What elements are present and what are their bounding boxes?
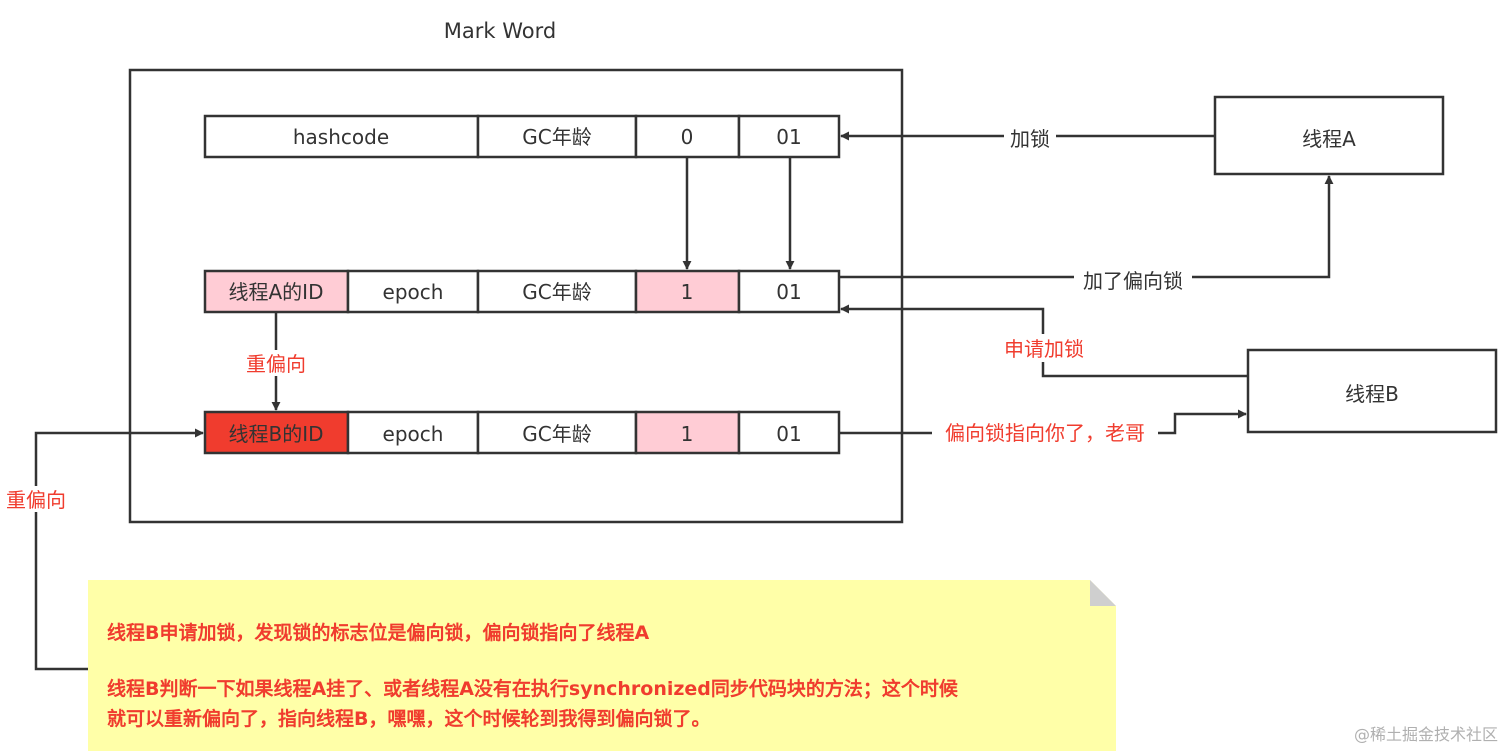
edge-apply-lock-label-bg [997,334,1091,362]
row2-cell-lock-bits [737,269,841,314]
edge-rebias-outer-arrow [34,428,204,671]
edge-lock-label: 加锁 [1010,127,1050,151]
mark-word-title: Mark Word [444,19,556,43]
edge-rebias-outer-label: 重偏向 [6,488,66,512]
note-fold-corner [1090,580,1116,606]
row2-lock-bits-label: 01 [776,280,801,304]
row3-cell-gc-age [476,410,638,455]
row1-biased-bit-label: 0 [681,125,694,149]
edge-apply-lock-label: 申请加锁 [1004,337,1084,361]
row2-gc-age-label: GC年龄 [522,280,591,304]
edge-rebias-inner-label: 重偏向 [246,352,306,376]
row1-cell-hashcode [203,114,480,159]
edge-points-to-you-label: 偏向锁指向你了，老哥 [945,421,1145,445]
edge-biased-added-arrow [839,175,1334,279]
mark-word-row-unlocked: hashcode GC年龄 0 01 [203,114,841,159]
row3-cell-epoch [346,410,480,455]
row1-lock-bits-label: 01 [776,125,801,149]
row3-epoch-label: epoch [383,422,444,446]
edge-lock-label-bg [1004,124,1056,150]
edge-rebias-outer-label-bg [2,486,74,512]
row3-biased-bit-label: 1 [681,422,694,446]
watermark-text: @稀土掘金技术社区 [1354,725,1498,744]
row3-lock-bits-label: 01 [776,422,801,446]
edge-biased-added-label-bg [1074,266,1192,292]
row2-cell-thread-id [203,269,350,314]
row2-cell-epoch [346,269,480,314]
row2-thread-id-label: 线程A的ID [229,280,324,304]
note-background [88,580,1116,751]
edge-rebias-inner-label-bg [240,350,312,376]
row2-epoch-label: epoch [383,280,444,304]
note-line-3: 就可以重新偏向了，指向线程B，嘿嘿，这个时候轮到我得到偏向锁了。 [107,707,710,730]
row2-biased-bit-label: 1 [681,280,694,304]
row3-cell-biased-bit [634,410,741,455]
row3-thread-id-label: 线程B的ID [228,422,323,446]
mark-word-row-biased-b: 线程B的ID epoch GC年龄 1 01 [203,410,841,455]
mark-word-row-biased-a: 线程A的ID epoch GC年龄 1 01 [203,269,841,314]
note-line-1: 线程B申请加锁，发现锁的标志位是偏向锁，偏向锁指向了线程A [107,621,649,644]
row2-cell-gc-age [476,269,638,314]
edge-points-to-you-label-bg [932,418,1158,446]
row2-cell-biased-bit [634,269,741,314]
edge-biased-added-label: 加了偏向锁 [1083,269,1183,293]
thread-a-label: 线程A [1302,127,1356,151]
note-line-2: 线程B判断一下如果线程A挂了、或者线程A没有在执行synchronized同步代… [107,677,959,700]
thread-b-box [1246,348,1498,434]
thread-b-label: 线程B [1345,382,1399,406]
row1-gc-age-label: GC年龄 [522,125,591,149]
row3-gc-age-label: GC年龄 [522,422,591,446]
row1-cell-gc-age [476,114,638,159]
row1-hashcode-label: hashcode [293,125,389,149]
